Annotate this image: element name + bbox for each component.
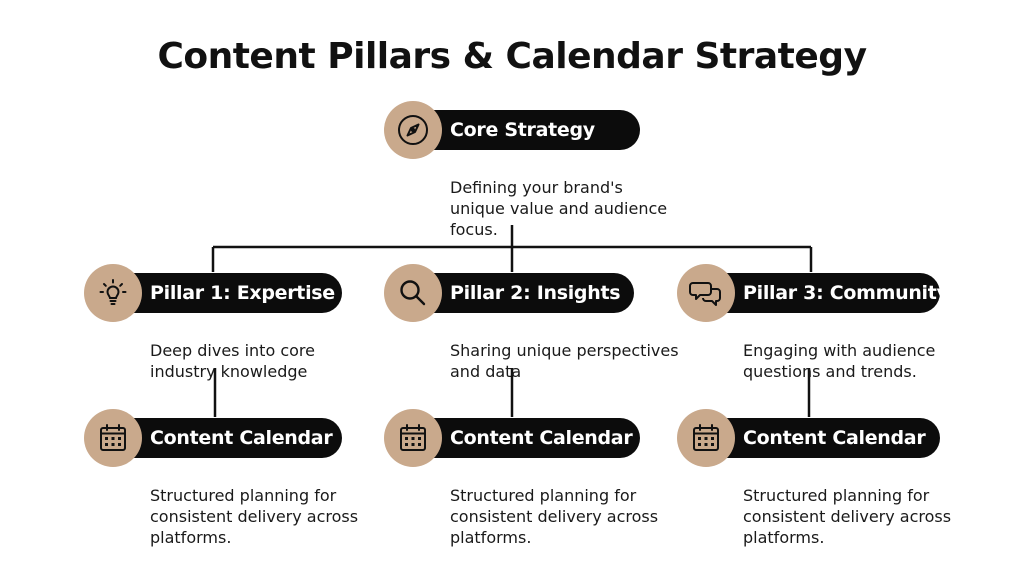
pillar-2-node: Pillar 2: Insights Sharing unique perspe… [384,264,684,394]
calendar-3-node: Content Calendar Structured planning for… [677,409,977,547]
pillar-1-node: Pillar 1: Expertise Deep dives into core… [84,264,384,394]
pillar-1-label: Pillar 1: Expertise [150,282,335,304]
pillar-3-pill [699,273,940,313]
pillar-2-pill [406,273,634,313]
core-strategy-pill [406,110,640,150]
calendar-2-node: Content Calendar Structured planning for… [384,409,684,547]
calendar-icon [384,409,442,467]
pillar-3-node: Pillar 3: Community Engaging with audien… [677,264,1007,394]
calendar-3-label: Content Calendar [743,427,926,449]
calendar-1-node: Content Calendar Structured planning for… [84,409,384,547]
pillar-1-pill [106,273,342,313]
pillar-1-desc: Deep dives into core industry knowledge [150,341,315,381]
pillar-2-desc: Sharing unique perspectives and data [450,341,679,381]
calendar-1-desc: Structured planning for consistent deliv… [150,486,359,547]
core-strategy-node: Core Strategy Defining your brand's uniq… [384,101,684,239]
calendar-2-label: Content Calendar [450,427,633,449]
pillar-3-desc: Engaging with audience questions and tre… [743,341,936,381]
compass-icon [384,101,442,159]
calendar-2-pill [406,418,640,458]
calendar-3-desc: Structured planning for consistent deliv… [743,486,952,547]
calendar-1-label: Content Calendar [150,427,333,449]
page-title: Content Pillars & Calendar Strategy [157,36,867,77]
pillar-3-label: Pillar 3: Community [743,282,949,304]
calendar-1-pill [106,418,342,458]
calendar-2-desc: Structured planning for consistent deliv… [450,486,659,547]
core-strategy-label: Core Strategy [450,119,595,141]
search-icon [384,264,442,322]
lightbulb-icon [84,264,142,322]
calendar-icon [677,409,735,467]
chat-bubbles-icon [677,264,735,322]
calendar-icon [84,409,142,467]
calendar-3-pill [699,418,940,458]
pillar-2-label: Pillar 2: Insights [450,282,621,304]
core-strategy-desc: Defining your brand's unique value and a… [450,178,668,239]
